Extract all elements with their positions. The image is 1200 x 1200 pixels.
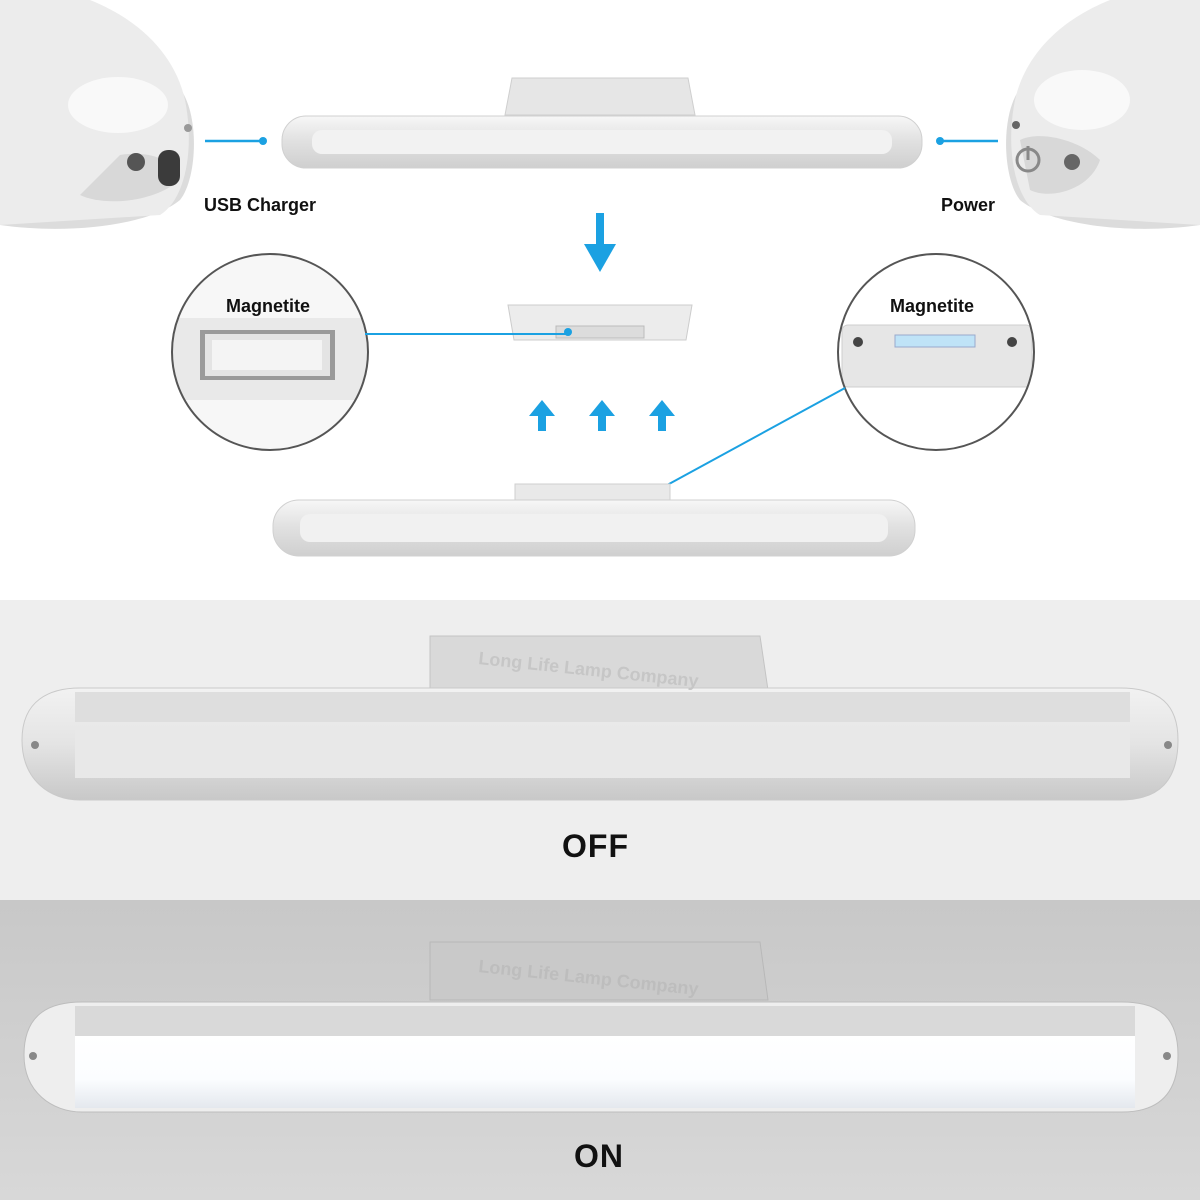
up-arrow-icon <box>649 400 675 431</box>
power-endcap-closeup <box>1006 0 1200 229</box>
power-icon <box>1015 146 1041 173</box>
lamp-bar-assembled <box>272 483 916 557</box>
power-label: Power <box>941 195 996 215</box>
off-label: OFF <box>562 828 629 864</box>
down-arrow-icon <box>584 213 616 272</box>
up-arrow-icon <box>589 400 615 431</box>
magnetite-closeup-right <box>837 253 1035 451</box>
lamp-bar-top <box>281 77 923 169</box>
lamp-on <box>23 941 1179 1113</box>
magnetite-closeup-left <box>171 253 369 451</box>
usb-charger-label: USB Charger <box>204 195 317 215</box>
lamp-off <box>21 635 1179 801</box>
magnetite-label-right: Magnetite <box>890 296 975 316</box>
mount-plate <box>507 304 693 341</box>
up-arrow-icon <box>529 400 555 431</box>
magnetite-label-left: Magnetite <box>226 296 311 316</box>
on-label: ON <box>574 1138 624 1174</box>
usb-port-icon <box>158 150 180 186</box>
usb-endcap-closeup <box>0 0 194 229</box>
